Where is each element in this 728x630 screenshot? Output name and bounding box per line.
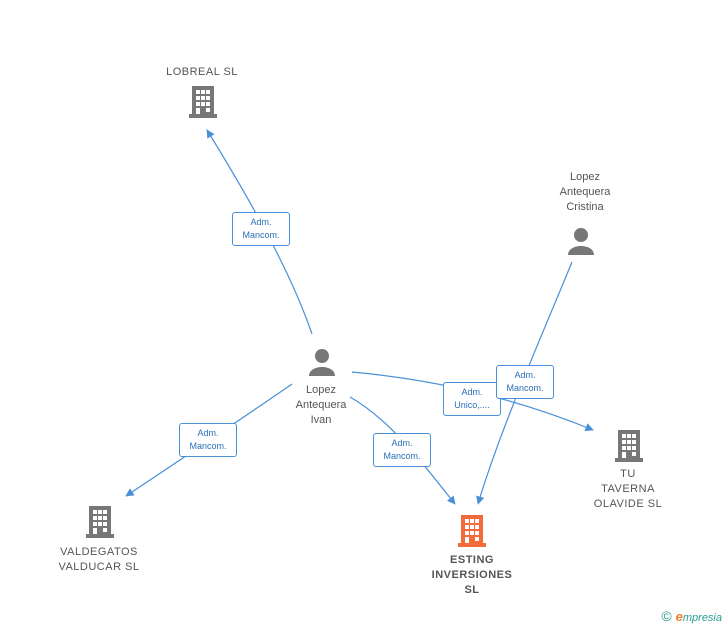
node-label-lopez-ivan[interactable]: Lopez Antequera Ivan xyxy=(295,384,347,426)
edge-label-ivan-esting: Adm. Mancom. xyxy=(373,433,431,467)
edge-label-ivan-valdegatos: Adm. Mancom. xyxy=(179,423,237,457)
building-icon[interactable] xyxy=(615,430,643,462)
edge-label-cristina-esting: Adm. Mancom. xyxy=(496,365,554,399)
edge-label-ivan-lobreal: Adm. Mancom. xyxy=(232,212,290,246)
building-icon[interactable] xyxy=(458,515,486,547)
node-label-tu-taverna[interactable]: TU TAVERNA OLAVIDE SL xyxy=(593,468,663,510)
edge-label-ivan-tu-taverna: Adm. Unico,.... xyxy=(443,382,501,416)
node-label-valdegatos[interactable]: VALDEGATOS VALDUCAR SL xyxy=(58,546,140,573)
brand-name: mpresia xyxy=(682,611,722,624)
copyright-icon: © xyxy=(661,608,672,624)
brand-initial: e xyxy=(675,608,683,624)
building-icon[interactable] xyxy=(86,506,114,538)
person-icon[interactable] xyxy=(568,228,594,255)
node-label-lobreal[interactable]: LOBREAL SL xyxy=(166,66,238,78)
person-icon[interactable] xyxy=(309,349,335,376)
node-label-esting[interactable]: ESTING INVERSIONES SL xyxy=(431,554,513,596)
node-label-lopez-cristina[interactable]: Lopez Antequera Cristina xyxy=(559,171,611,213)
building-icon[interactable] xyxy=(189,86,217,118)
empresia-watermark: © empresia xyxy=(661,608,722,624)
